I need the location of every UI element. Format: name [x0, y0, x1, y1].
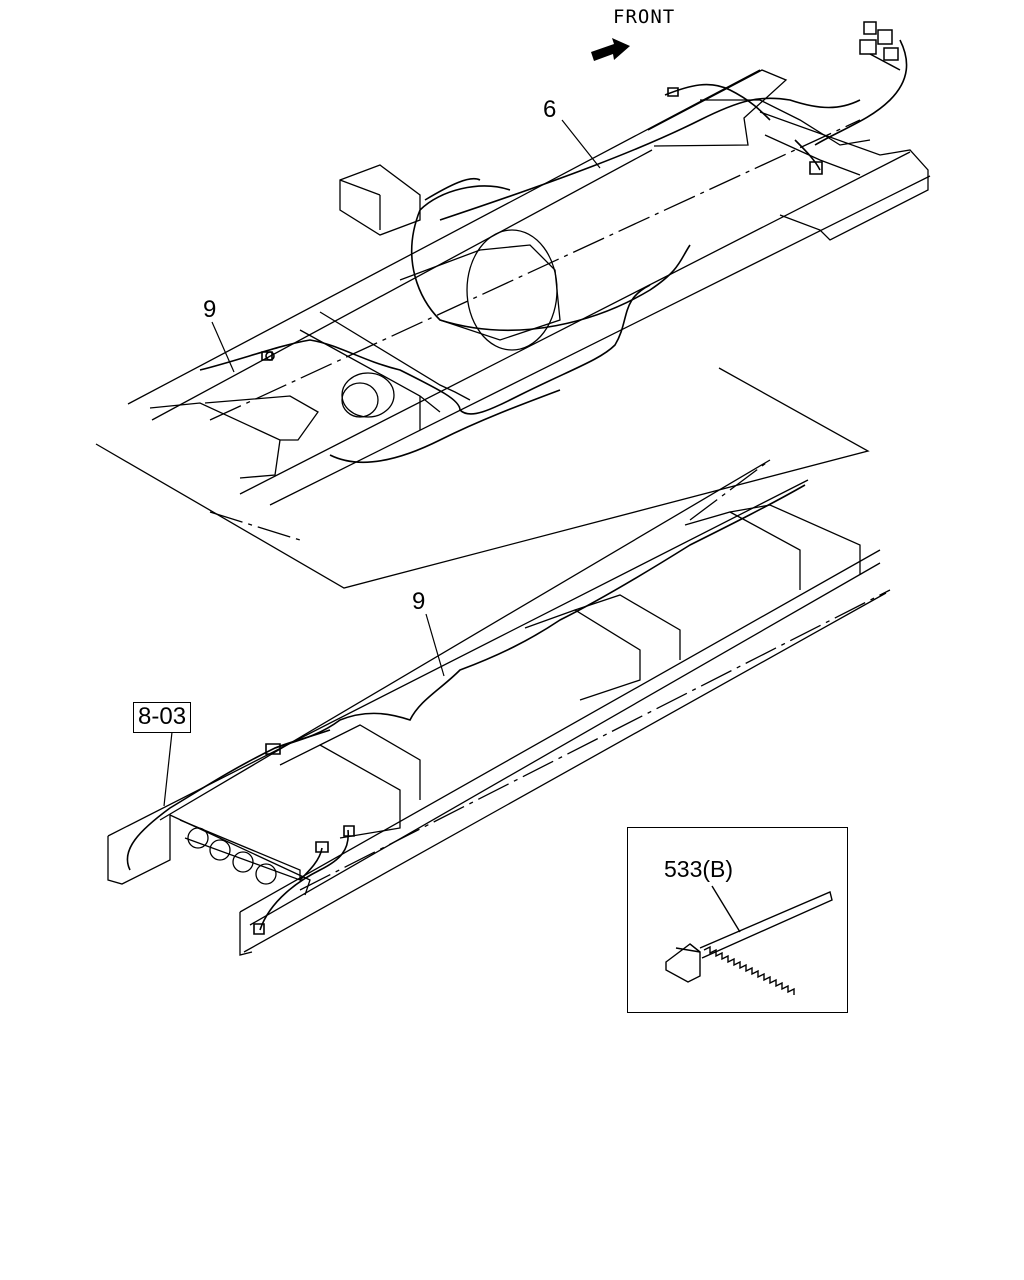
lower-leaders — [164, 614, 444, 806]
cable-tie-icon — [666, 886, 832, 995]
reference-box-8-03[interactable]: 8-03 — [133, 702, 192, 734]
inset-part-label: 533(B) — [664, 856, 734, 882]
lower-harness-wires — [127, 485, 805, 934]
callout-harness-6: 6 — [543, 96, 557, 123]
upper-harness-wires — [200, 40, 907, 462]
inset-panel — [627, 827, 848, 1013]
lower-frame — [108, 460, 890, 955]
upper-frame — [96, 70, 930, 588]
callout-harness-9-upper: 9 — [203, 296, 217, 323]
front-arrow-icon — [591, 38, 630, 61]
callout-harness-9-lower: 9 — [412, 588, 426, 615]
front-direction-label: FRONT — [613, 6, 676, 28]
connector-cluster-icon — [860, 22, 900, 70]
upper-leaders — [212, 120, 600, 372]
upper-ground-plane — [96, 368, 868, 588]
